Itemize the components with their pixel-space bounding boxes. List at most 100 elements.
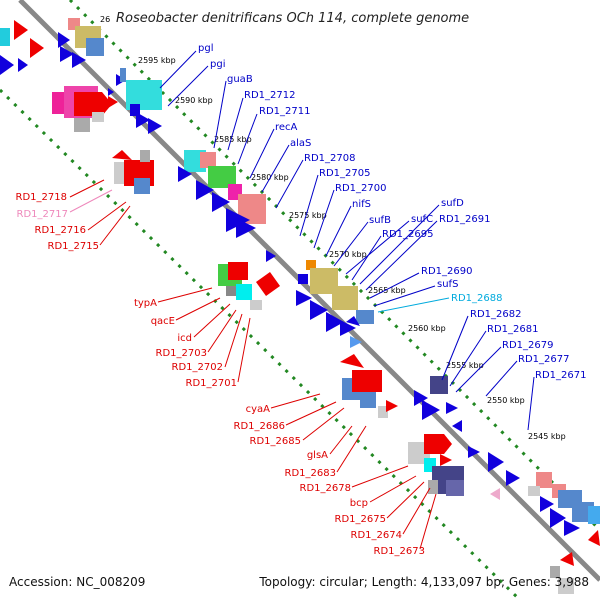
gene-label[interactable]: pgl [198,43,213,54]
leader-line [302,407,345,441]
feature-block [428,480,438,494]
leader-line [369,272,420,299]
gene-label[interactable]: RD1_2686 [234,421,285,432]
feature-arrow [340,354,364,368]
feature-block [528,486,540,496]
feature-arrow [60,46,74,62]
gene-label[interactable]: alaS [290,138,311,149]
leader-line [167,65,209,107]
gene-label[interactable]: nifS [352,199,371,210]
tick-label: 2560 kbp [408,324,446,333]
gene-label[interactable]: qacE [151,316,175,327]
feature-arrow [178,166,192,182]
gene-label[interactable]: RD1_2703 [156,348,207,359]
gene-label[interactable]: RD1_2715 [48,241,99,252]
gene-label[interactable]: sufB [369,215,391,226]
gene-label[interactable]: RD1_2691 [439,214,490,225]
feature-block [226,286,236,296]
gene-label[interactable]: pgi [210,59,225,70]
leader-line [237,113,258,165]
gene-label[interactable]: RD1_2711 [259,106,310,117]
leader-line [249,128,275,179]
gene-label[interactable]: RD1_2677 [518,354,569,365]
accession-text: Accession: NC_008209 [9,575,145,589]
leader-line [455,346,502,393]
gene-label[interactable]: cyaA [246,404,271,415]
gene-label[interactable]: sufS [437,279,458,290]
gene-label[interactable]: RD1_2678 [300,483,351,494]
gene-label[interactable]: RD1_2718 [16,192,67,203]
feature-block [86,38,104,56]
feature-block [0,28,10,46]
tick-label: 2595 kbp [138,56,176,65]
gene-label[interactable]: recA [275,122,298,133]
leader-line [373,285,436,307]
gene-label[interactable]: RD1_2673 [374,546,425,557]
feature-arrow [340,320,356,336]
leader-line [351,465,409,488]
gene-label[interactable]: icd [177,333,192,344]
feature-arrow [266,250,276,262]
gene-label[interactable]: RD1_2683 [285,468,336,479]
feature-block [140,150,150,162]
gene-label[interactable]: RD1_2705 [319,168,370,179]
gene-label[interactable]: RD1_2671 [535,370,586,381]
feature-arrow [296,290,312,306]
gene-label[interactable]: RD1_2700 [335,183,386,194]
leader-line [261,144,290,193]
feature-block [558,578,574,594]
leader-line [69,179,105,198]
leader-line [369,475,417,503]
leader-line [193,303,231,338]
feature-arrow [488,452,504,472]
feature-arrow [58,32,70,48]
leader-line [329,425,353,455]
gene-label[interactable]: RD1_2702 [172,362,223,373]
leader-line [441,315,469,381]
gene-label[interactable]: guaB [227,74,253,85]
gene-label[interactable]: RD1_2685 [250,436,301,447]
feature-arrow [0,55,14,75]
gene-label[interactable]: RD1_2716 [35,225,86,236]
gene-label[interactable]: RD1_2708 [304,153,355,164]
gene-label[interactable]: glsA [307,450,328,461]
gene-label[interactable]: RD1_2682 [470,309,521,320]
leader-line [285,401,337,426]
feature-arrow [560,552,574,566]
gene-label[interactable]: RD1_2679 [502,340,553,351]
feature-arrow [136,112,150,128]
leader-line [275,159,304,209]
feature-block [550,566,560,578]
tick-label: 26 [100,15,110,24]
feature-block [92,112,104,122]
gene-label[interactable]: RD1_2695 [382,229,433,240]
gene-label[interactable]: sufD [441,198,464,209]
gene-label[interactable]: RD1_2681 [487,324,538,335]
gene-label[interactable]: bcp [350,498,368,509]
gene-label[interactable]: RD1_2688 [451,293,502,304]
feature-arrow [422,400,440,420]
gene-label[interactable]: RD1_2717 [17,209,68,220]
leader-line [359,204,440,285]
leader-line [270,393,321,409]
gene-label[interactable]: sufC [411,214,433,225]
gene-label[interactable]: RD1_2674 [351,530,402,541]
feature-block [134,178,150,194]
feature-arrow [350,336,362,348]
gene-label[interactable]: RD1_2701 [186,378,237,389]
gene-label[interactable]: RD1_2675 [335,514,386,525]
gene-label[interactable]: RD1_2712 [244,90,295,101]
feature-block [360,392,376,408]
tick-label: 2585 kbp [214,135,252,144]
leader-line [157,287,213,303]
feature-arrow [446,402,458,414]
feature-arrow [236,218,256,238]
leader-line [485,360,518,397]
leader-line [386,481,425,519]
gene-label[interactable]: typA [134,298,157,309]
tick-label: 2575 kbp [289,211,327,220]
feature-arrow [74,92,112,116]
gene-label[interactable]: RD1_2690 [421,266,472,277]
